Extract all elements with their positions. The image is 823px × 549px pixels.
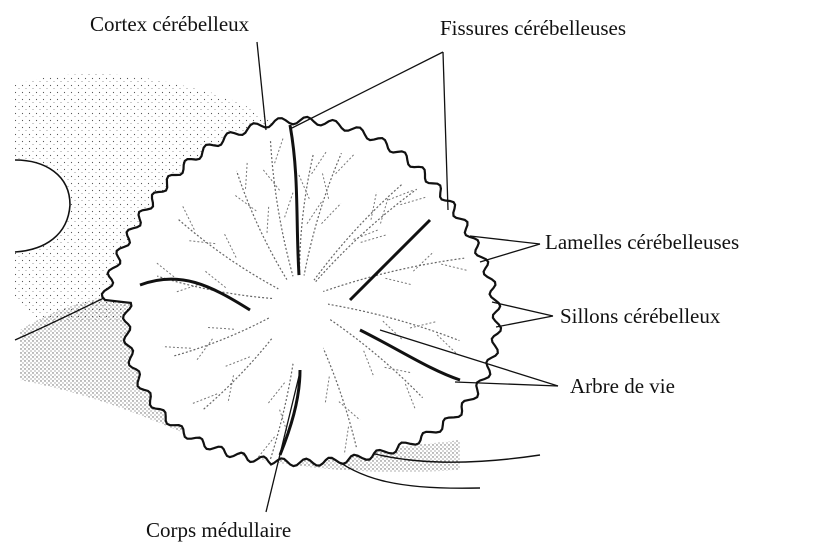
label-corps: Corps médullaire: [146, 520, 291, 541]
label-arbre: Arbre de vie: [570, 376, 675, 397]
sillon-pointer-1: [492, 302, 553, 316]
lamelle-pointer-1: [470, 236, 540, 244]
label-cortex: Cortex cérébelleux: [90, 14, 249, 35]
label-sillons: Sillons cérébelleux: [560, 306, 720, 327]
label-lamelles: Lamelles cérébelleuses: [545, 232, 739, 253]
label-fissures: Fissures cérébelleuses: [440, 18, 626, 39]
fissure-pointer-1: [292, 52, 443, 128]
corps-medullaire-core: [270, 275, 330, 365]
fissure-pointer-2: [443, 52, 448, 210]
sillon-pointer-2: [496, 316, 553, 327]
lamelle-pointer-2: [480, 244, 540, 262]
